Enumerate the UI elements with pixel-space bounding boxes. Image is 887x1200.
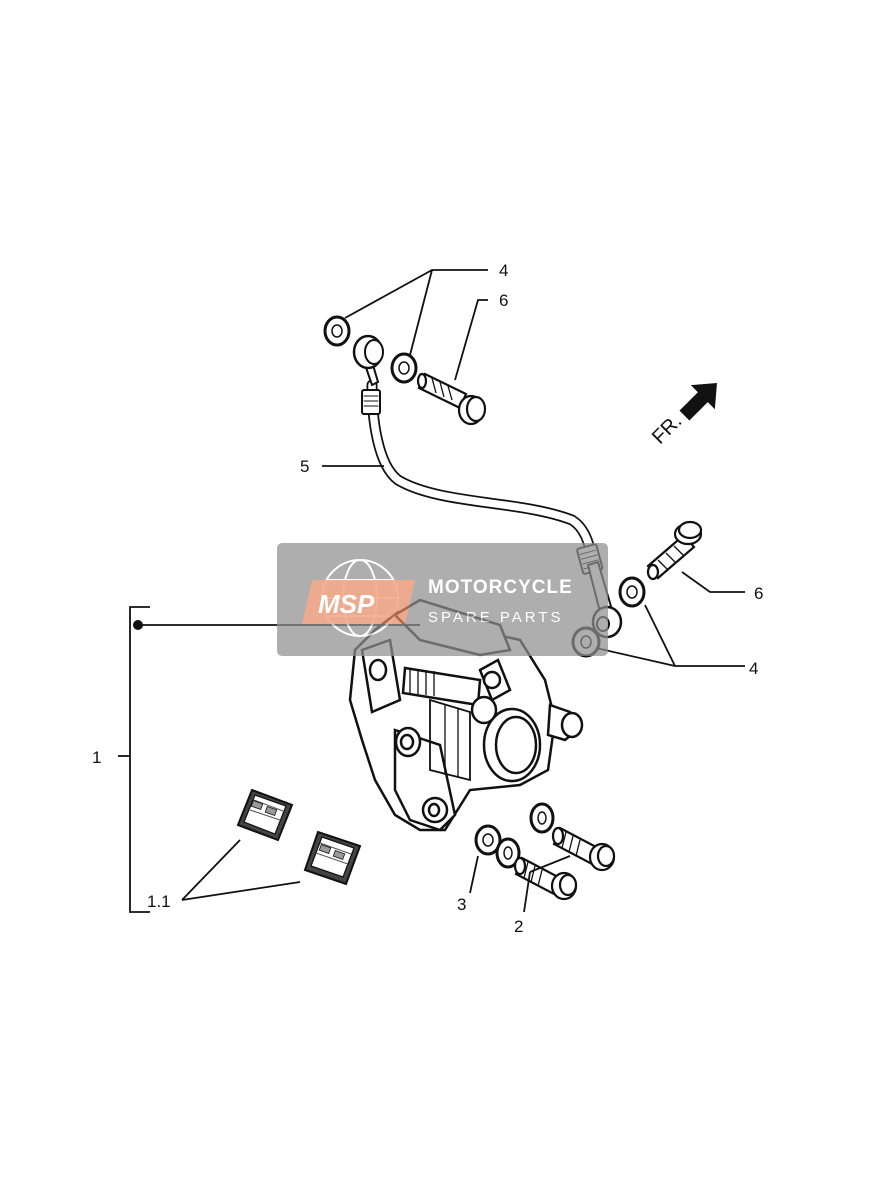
brake-pad-right — [303, 830, 362, 886]
caliper-pointer-dot — [133, 620, 143, 630]
watermark: MSP MOTORCYCLE SPARE PARTS — [277, 543, 608, 656]
caliper-washer-upper — [529, 802, 555, 834]
watermark-title: MOTORCYCLE — [428, 577, 573, 598]
callout-label-6-top: 6 — [499, 291, 508, 310]
caliper-washer-lower-right — [495, 837, 521, 869]
callout-label-5: 5 — [300, 457, 309, 476]
callout-label-1-1: 1.1 — [147, 892, 171, 911]
caliper-bolt-upper — [551, 826, 616, 872]
banjo-bolt-right — [646, 520, 703, 581]
watermark-logo-badge — [302, 580, 415, 624]
callout-label-3: 3 — [457, 895, 466, 914]
callout-label-4-right: 4 — [749, 659, 758, 678]
brake-caliper-body — [348, 598, 584, 832]
callout-label-6-right: 6 — [754, 584, 763, 603]
callout-label-1: 1 — [92, 748, 101, 767]
sealing-washer-top-left — [323, 315, 351, 347]
direction-arrow-icon — [679, 383, 717, 421]
watermark-logo-text: MSP — [318, 589, 375, 619]
brake-pad-left — [236, 788, 294, 842]
sealing-washer-top-right — [390, 352, 418, 384]
caliper-bolt-lower — [513, 856, 578, 901]
sealing-washer-right-upper — [618, 576, 646, 608]
banjo-bolt-top — [416, 372, 487, 426]
banjo-fitting-top — [352, 334, 384, 387]
hose-ferrule-top — [361, 389, 381, 415]
callout-label-2: 2 — [514, 917, 523, 936]
caliper-washer-lower-left — [474, 824, 502, 856]
watermark-subtitle: SPARE PARTS — [428, 609, 564, 626]
front-direction-label: FR. — [648, 410, 686, 448]
front-direction-marker: FR. — [648, 383, 717, 449]
callout-label-4-top: 4 — [499, 261, 508, 280]
